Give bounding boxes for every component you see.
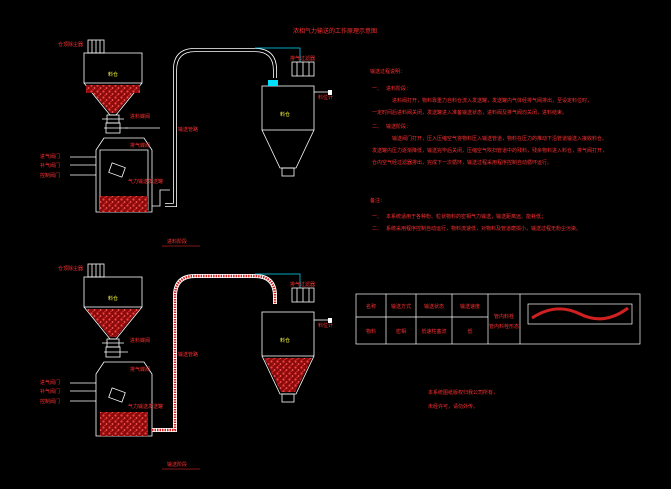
bottom-diagram [70,263,332,437]
table-cell-3: 低速柱塞流 [421,328,446,335]
table-header-5: 管内料栓 [494,313,514,320]
explanation-item-2-line-3: 仓内空气经过滤器排出，完成下一次循环，输送过程采用程序控制自动循环运行。 [372,159,552,166]
top-label-receiver-filter: 排气过滤器 [290,55,315,62]
spec-table [355,293,641,345]
top-label-level: 料位计 [318,94,333,101]
top-diagram [70,39,332,213]
top-label-valve2: 排气蝶阀 [130,142,150,149]
explanation-heading: 输送过程说明： [370,68,405,75]
bottom-label-tank-marker: 气力输送发送罐 [128,403,163,410]
table-cell-2: 密相 [396,328,406,335]
table-header-3: 输送状态 [424,303,444,310]
explanation-item-1-line-1: 进料阀打开，物料靠重力自料仓流入发送罐，发送罐内气体经排气阀排出，至设定料位时， [392,97,592,104]
bottom-label-hopper-filter: 仓顶除尘器 [58,265,83,272]
bottom-label-level: 料位计 [318,322,333,329]
page-title: 浓相气力输送的工作原理示意图 [293,27,377,35]
bottom-caption: 输送阶段 [167,461,187,468]
notes-block: 备注： 一、 本系统适用于各种粉、粒状物料的密相气力输送，输送距离远、能耗低； … [370,197,581,232]
plug-illustration [527,303,633,325]
explanation-item-2-line-2: 发送罐内压力逐渐降低，输送完毕后关闭，压缩空气吹扫管道中的残料，残余物料进入料仓… [372,147,607,154]
explanation-item-1-title: 进料阶段： [386,85,411,92]
notes-item-2-index: 二、 [372,226,382,232]
table-side-label: 管内料栓形态 [489,323,519,330]
top-label-hopper-filter: 仓顶除尘器 [58,41,83,48]
notes-item-1-text: 本系统适用于各种粉、粒状物料的密相气力输送，输送距离远、能耗低； [386,213,546,220]
top-label-in-air: 进气阀门 [40,153,60,160]
explanation-block: 输送过程说明： 一、 进料阶段： 进料阀打开，物料靠重力自料仓流入发送罐，发送罐… [370,68,607,166]
bottom-label-hopper: 料仓 [108,295,118,302]
bottom-label-valve2: 排气蝶阀 [130,366,150,373]
notes-item-1-index: 一、 [372,214,382,220]
receiver-material-bottom [264,358,312,392]
bottom-label-valve1: 进料蝶阀 [130,337,150,344]
transmitter-tank-bottom [95,361,153,437]
explanation-item-1-index: 一、 [372,86,382,92]
hopper-body-bottom [83,276,143,308]
explanation-item-2-line-1: 输送阀门打开，压入压缩空气将物料压入输送管道，物料在压力的推动下沿管道输送入接收… [392,135,607,142]
hopper-body [83,52,143,84]
explanation-item-2-title: 输送阶段： [386,123,411,130]
bottom-label-pipe: 输送管路 [178,351,198,358]
top-labels: 仓顶除尘器 料仓 进料蝶阀 排气蝶阀 进气阀门 补气阀门 控制阀门 气力输送发送… [40,41,333,247]
receiver-body [261,85,315,131]
spec-table-text: 名称 输送方式 输送状态 输送速度 管内料栓 物料 密相 低速柱塞流 低 管内料… [366,303,519,335]
bottom-label-ctrl-valve: 控制阀门 [40,398,60,405]
top-label-pipe: 输送管路 [178,126,198,133]
receiver-body-bottom [261,311,315,357]
bottom-label-receiver-filter: 排气过滤器 [290,281,315,288]
table-header-4: 输送速度 [460,303,480,310]
bottom-labels: 仓顶除尘器 料仓 进料蝶阀 排气蝶阀 进气阀门 补气阀门 控制阀门 气力输送发送… [40,265,333,470]
table-header-2: 输送方式 [391,303,411,310]
top-label-valve1: 进料蝶阀 [130,113,150,120]
top-label-tank-marker: 气力输送发送罐 [128,178,163,185]
bottom-label-in-air: 进气阀门 [40,379,60,386]
explanation-item-1-line-2: 一定时间后进料阀关闭，发送罐进入准备输送状态，进料阀及排气阀均关闭，进料结束。 [372,109,567,116]
table-cell-4: 低 [467,328,472,335]
notes-heading: 备注： [370,197,385,204]
bottom-label-receiver: 料仓 [280,337,290,344]
table-header-1: 名称 [366,303,376,310]
bottom-air-line [255,273,301,288]
explanation-item-2-index: 二、 [372,124,382,130]
top-label-ctrl-valve: 控制阀门 [40,172,60,179]
table-cell-1: 物料 [366,328,376,335]
top-label-aux-air: 补气阀门 [40,162,60,169]
top-label-receiver: 料仓 [280,111,290,118]
transmitter-tank [95,137,153,213]
footer-line-2: 未经许可，请勿外传。 [428,403,478,410]
top-caption: 进料阶段 [167,238,187,245]
footer-line-1: 本系统图纸版权归我公司所有， [428,389,498,396]
bottom-conveying-pipe [152,274,277,432]
hopper-material-bottom [86,309,140,337]
top-air-line [255,47,301,62]
notes-item-2-text: 系统采用程序控制自动运行，物料流速低，对物料及管道磨损小，输送过程无粉尘污染。 [386,225,581,232]
bottom-label-aux-air: 补气阀门 [40,388,60,395]
top-label-hopper: 料仓 [108,71,118,78]
